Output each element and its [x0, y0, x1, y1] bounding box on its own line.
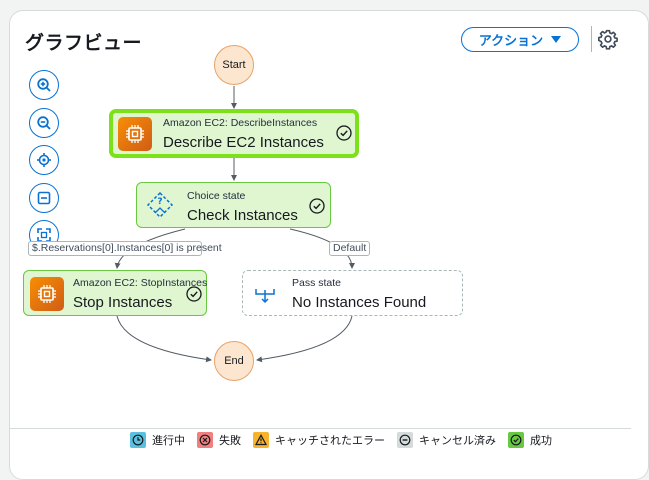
legend-divider [10, 428, 631, 429]
page-title: グラフビュー [25, 33, 143, 54]
check-icon [508, 432, 524, 448]
legend-item-caught-error: キャッチされたエラー [253, 432, 385, 448]
legend-label: キャッチされたエラー [275, 435, 385, 447]
svg-text:?: ? [157, 197, 162, 207]
actions-label: アクション [478, 33, 544, 48]
clock-icon [130, 432, 146, 448]
fit-icon [37, 191, 51, 205]
node-type-label: Amazon EC2: DescribeInstances [163, 117, 318, 129]
legend-item-failed: 失敗 [197, 432, 241, 448]
choice-icon: ? [146, 191, 174, 219]
node-name-label: Describe EC2 Instances [163, 134, 324, 151]
gear-icon[interactable] [598, 29, 618, 50]
success-check-icon [186, 286, 202, 302]
ec2-icon [118, 117, 152, 151]
end-node[interactable]: End [214, 341, 254, 381]
x-icon [197, 432, 213, 448]
legend-label: 失敗 [219, 435, 241, 447]
legend-item-succeeded: 成功 [508, 432, 552, 448]
zoom-in-button[interactable] [29, 70, 59, 100]
node-stop-instances[interactable]: Amazon EC2: StopInstances Stop Instances [23, 270, 207, 316]
zoom-in-icon [37, 78, 51, 92]
success-check-icon [336, 125, 352, 141]
edge-stop-end [116, 315, 212, 363]
start-label: Start [222, 59, 246, 71]
pass-state-icon [255, 289, 275, 304]
legend-label: 成功 [530, 435, 552, 447]
toolbar-divider [591, 26, 592, 52]
node-name-label: Stop Instances [73, 294, 173, 311]
node-type-label: Amazon EC2: StopInstances [73, 277, 208, 289]
expand-icon [37, 228, 51, 242]
edge-pass-end [256, 315, 353, 363]
caret-down-icon [551, 36, 562, 43]
status-legend: 進行中 失敗 キャッチされたエラー キャンセル済み 成功 [130, 431, 564, 449]
graph-edges [114, 86, 355, 363]
zoom-out-icon [37, 116, 51, 130]
end-label: End [224, 355, 244, 367]
legend-label: 進行中 [152, 435, 185, 447]
legend-label: キャンセル済み [419, 435, 496, 447]
center-view-button[interactable] [29, 145, 59, 175]
node-no-instances-found[interactable]: Pass state No Instances Found [242, 270, 463, 316]
legend-item-in-progress: 進行中 [130, 432, 185, 448]
crosshair-icon [37, 153, 51, 167]
minus-icon [397, 432, 413, 448]
node-name-label: No Instances Found [292, 294, 427, 311]
warning-icon [253, 432, 269, 448]
node-name-label: Check Instances [187, 207, 298, 224]
ec2-icon [30, 277, 64, 311]
node-check-instances[interactable]: ? Choice state Check Instances [136, 182, 331, 228]
node-type-label: Choice state [187, 190, 246, 202]
edge-label-default: Default [329, 241, 371, 256]
node-type-label: Pass state [292, 277, 342, 289]
success-check-icon [309, 198, 325, 214]
legend-item-cancelled: キャンセル済み [397, 432, 496, 448]
actions-dropdown-button[interactable]: アクション [461, 27, 579, 52]
node-describe-instances[interactable]: Amazon EC2: DescribeInstances Describe E… [109, 109, 359, 158]
start-node[interactable]: Start [214, 45, 254, 85]
edge-label-condition: $.Reservations[0].Instances[0] is presen… [28, 241, 222, 256]
zoom-out-button[interactable] [29, 108, 59, 138]
fit-view-button[interactable] [29, 183, 59, 213]
